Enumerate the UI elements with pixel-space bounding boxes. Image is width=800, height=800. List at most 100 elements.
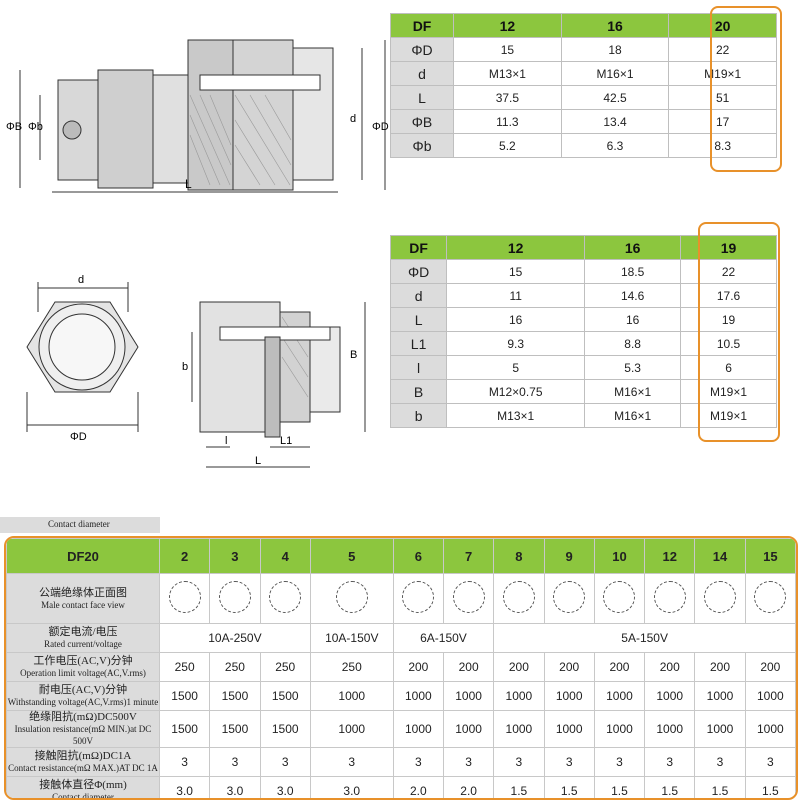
spec-cell: 1500: [259, 681, 311, 711]
spec-cell: 3: [593, 747, 646, 777]
table1-cell: M19×1: [668, 61, 777, 86]
table2-row-label: B: [389, 379, 448, 404]
pin-layout-cell: [158, 573, 211, 624]
table1-cell: 18: [560, 37, 670, 62]
spec-table: DF20 2 3 4 5 6 7 8 9 10 12 14 15 公端绝缘体正面…: [6, 538, 796, 798]
table2-row-label: L1: [389, 331, 448, 356]
pin-layout-icon: [553, 581, 586, 613]
table2-cell: 22: [680, 259, 777, 284]
spec-cell: 1000: [442, 710, 495, 748]
spec-cell: 1000: [493, 710, 545, 748]
pin-layout-icon: [335, 581, 368, 613]
table2-cell: 14.6: [584, 283, 682, 308]
label-L1: L1: [280, 435, 292, 447]
table1-cell: 5.2: [453, 133, 562, 158]
cutoff-row: Contact diameter: [0, 517, 800, 533]
pin-layout-icon: [218, 581, 251, 613]
spec-table-frame: DF20 2 3 4 5 6 7 8 9 10 12 14 15 公端绝缘体正面…: [4, 536, 798, 800]
table1-cell: 6.3: [560, 133, 670, 158]
row-contact-dia-label: 接触体直径Φ(mm)Contact diameter: [6, 776, 160, 798]
spec-cell: 3: [158, 747, 211, 777]
table2-row-label: d: [389, 283, 448, 308]
spec-cell: 1000: [593, 710, 646, 748]
spec-cell: 1000: [543, 710, 595, 748]
table1-row-label: ΦB: [389, 109, 455, 134]
table2-header-16: 16: [584, 235, 682, 260]
pin-layout-icon: [402, 581, 435, 613]
spec-header-pin: 9: [543, 538, 595, 574]
label-d: d: [350, 113, 356, 125]
pin-layout-cell: [259, 573, 311, 624]
pin-layout-cell: [644, 573, 696, 624]
table2-row-label: b: [389, 403, 448, 428]
pin-layout-cell: [442, 573, 495, 624]
spec-cell: 1500: [158, 710, 211, 748]
spec-cell: 1000: [694, 710, 746, 748]
spec-cell: 1000: [543, 681, 595, 711]
table2-cell: 6: [680, 355, 777, 380]
label-l: l: [225, 435, 227, 447]
plug-side-drawing: ΦB Φb d ΦD L: [6, 39, 389, 193]
pin-layout-cell: [392, 573, 444, 624]
spec-cell: 3: [694, 747, 746, 777]
spec-cell: 3: [442, 747, 495, 777]
label-phiB: ΦB: [6, 121, 22, 133]
spec-cell: 200: [493, 652, 545, 682]
spec-header-pin: 10: [593, 538, 646, 574]
table2-header-df: DF: [389, 235, 448, 260]
pin-layout-icon: [603, 581, 636, 613]
table1-cell: 51: [668, 85, 777, 110]
rated-group: 10A-150V: [309, 623, 394, 653]
table1-row-label: Φb: [389, 133, 455, 158]
spec-cell: 1000: [493, 681, 545, 711]
label-L: L: [185, 177, 192, 191]
spec-cell: 250: [209, 652, 261, 682]
highlight-df19: [698, 222, 780, 442]
label-L3: L: [255, 455, 261, 467]
table1-cell: 13.4: [560, 109, 670, 134]
spec-cell: 1500: [209, 710, 261, 748]
table2-cell: 16: [584, 307, 682, 332]
pin-layout-cell: [543, 573, 595, 624]
spec-cell: 1000: [694, 681, 746, 711]
table2-cell: M19×1: [680, 403, 777, 428]
table1-row-label: d: [389, 61, 455, 86]
table1-row-label: L: [389, 85, 455, 110]
pin-layout-icon: [704, 581, 737, 613]
rated-group: 5A-150V: [493, 623, 796, 653]
spec-cell: 250: [309, 652, 394, 682]
spec-cell: 1000: [309, 681, 394, 711]
table2-cell: 16: [446, 307, 586, 332]
table2-cell: 5: [446, 355, 586, 380]
spec-cell: 1500: [158, 681, 211, 711]
spec-header-model: DF20: [6, 538, 160, 574]
table2-cell: 9.3: [446, 331, 586, 356]
spec-cell: 1000: [744, 710, 796, 748]
spec-cell: 1000: [593, 681, 646, 711]
table2-cell: M12×0.75: [446, 379, 586, 404]
spec-cell: 3.0: [158, 776, 211, 798]
pin-layout-cell: [493, 573, 545, 624]
spec-header-pin: 5: [309, 538, 394, 574]
label-d2: d: [78, 274, 84, 286]
pin-layout-cell: [694, 573, 746, 624]
table2-cell: 10.5: [680, 331, 777, 356]
pin-layout-icon: [269, 581, 302, 613]
pin-layout-icon: [452, 581, 485, 613]
label-B: B: [350, 349, 357, 361]
table2-header-12: 12: [446, 235, 586, 260]
pin-layout-cell: [209, 573, 261, 624]
spec-header-pin: 7: [442, 538, 495, 574]
spec-cell: 3: [392, 747, 444, 777]
spec-cell: 1.5: [694, 776, 746, 798]
spec-cell: 200: [593, 652, 646, 682]
spec-header-pin: 8: [493, 538, 545, 574]
table1-cell: 11.3: [453, 109, 562, 134]
table1-header-20: 20: [668, 13, 777, 38]
spec-cell: 3.0: [309, 776, 394, 798]
spec-header-pin: 15: [744, 538, 796, 574]
